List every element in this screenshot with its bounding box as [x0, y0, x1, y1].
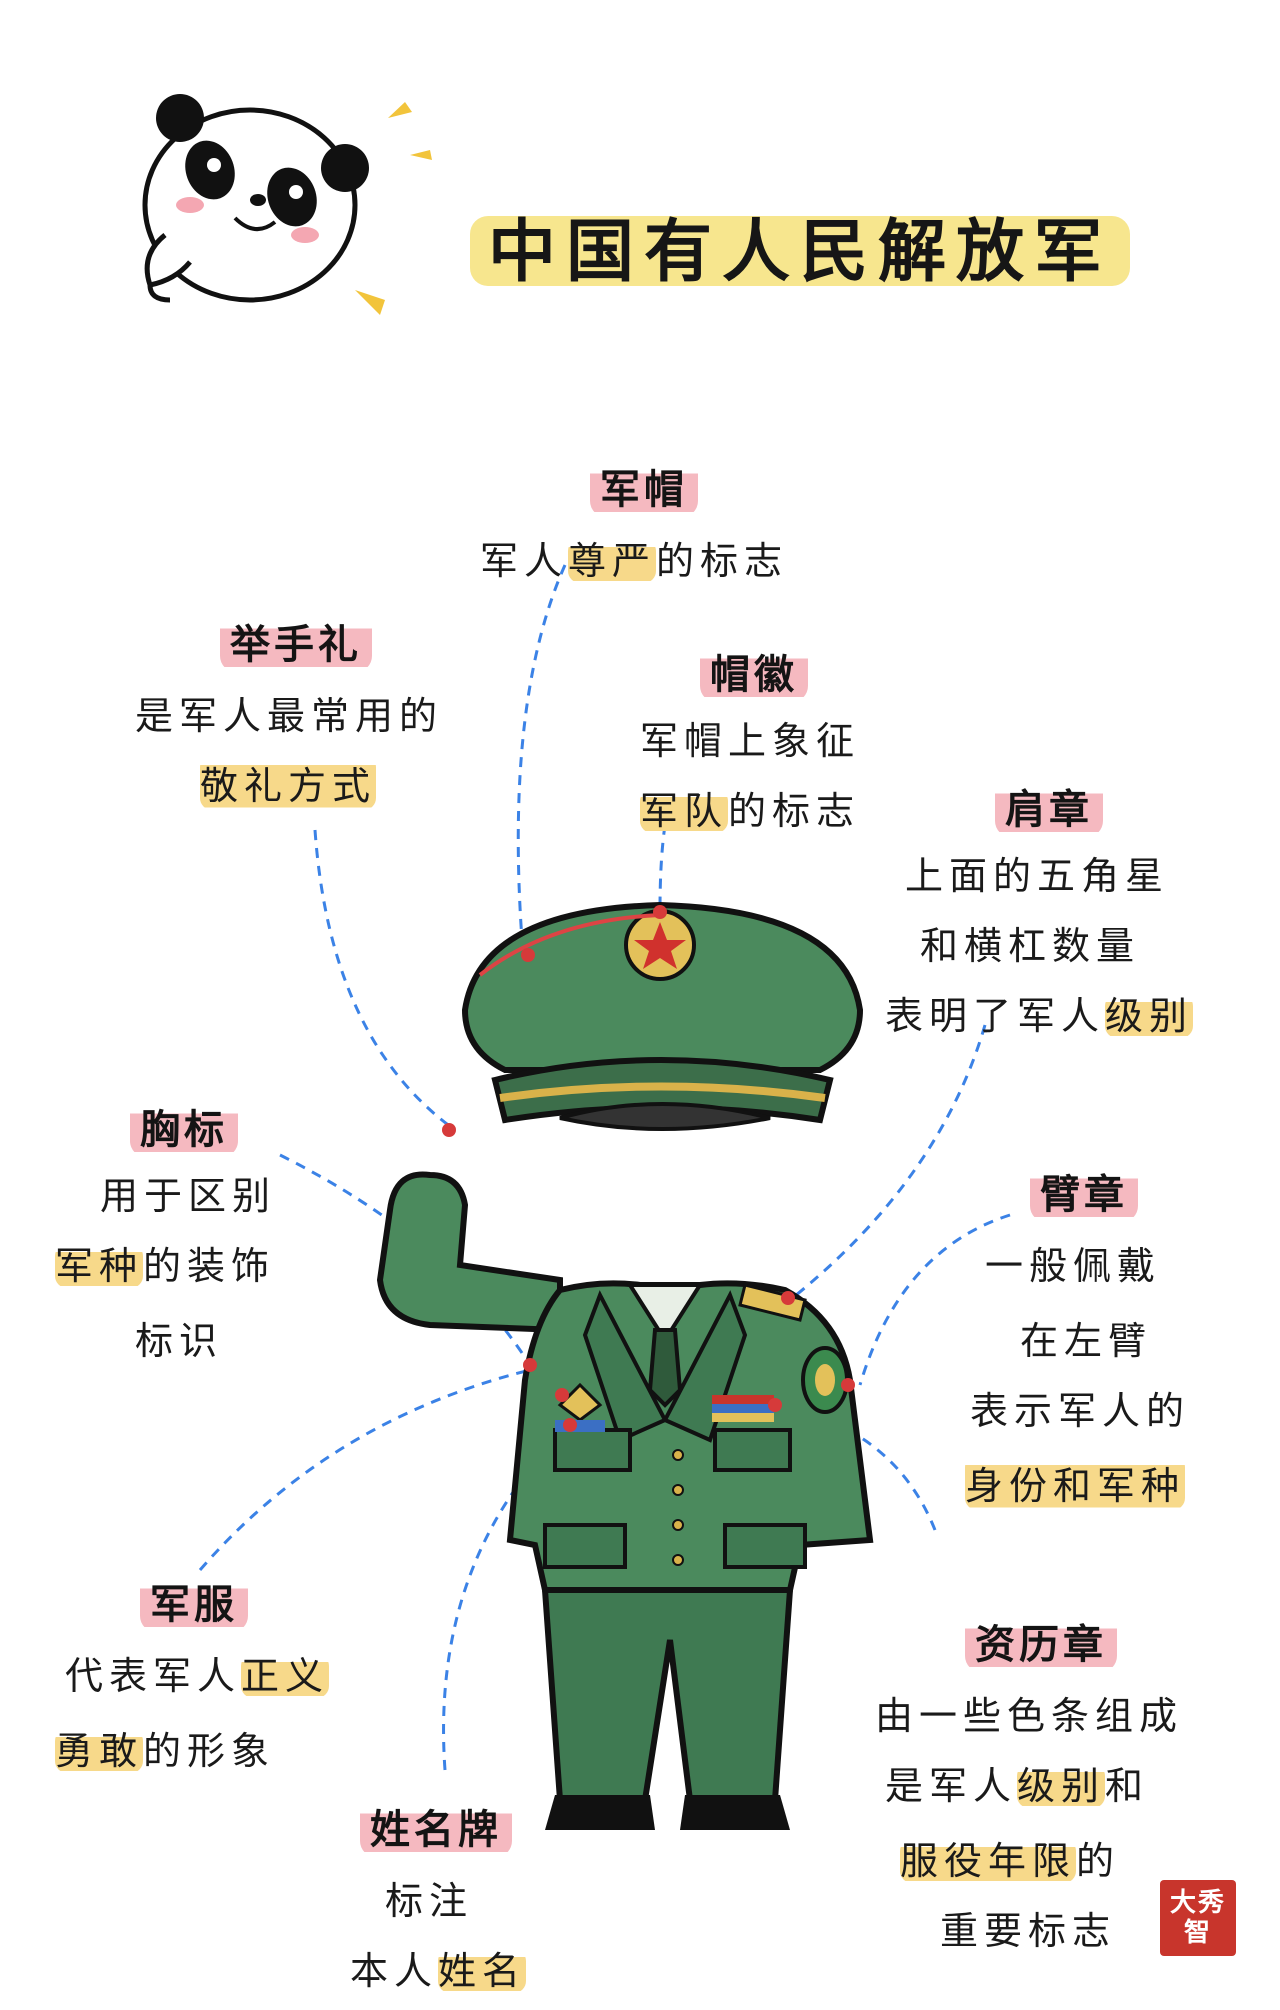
service-text-1: 由一些色条组成 [875, 1694, 1184, 1738]
service-text-3b: 的 [1076, 1839, 1121, 1883]
pointer-dots [442, 905, 855, 1432]
salute-text-1: 是军人最常用的 [135, 694, 444, 738]
cap-text-a: 军人 [480, 539, 569, 583]
shoulder-heading: 肩章 [995, 775, 1103, 837]
service-text-3: 服役年限的 [900, 1830, 1120, 1885]
shoulder-text-3b: 级别 [1105, 994, 1194, 1038]
panda-mascot-icon [142, 94, 369, 303]
cap-text-c: 的标志 [656, 539, 789, 583]
chest-text-2b: 的装饰 [143, 1244, 276, 1288]
nameplate-text-2a: 本人 [350, 1949, 439, 1993]
chest-text-2: 军种的装饰 [55, 1235, 275, 1290]
author-seal: 大秀智 [1160, 1880, 1236, 1956]
shoulder-text-3a: 表明了军人 [885, 994, 1106, 1038]
salute-heading: 举手礼 [220, 610, 372, 672]
salute-text-2: 敬礼方式 [200, 755, 377, 810]
shoulder-text-1: 上面的五角星 [905, 854, 1170, 898]
uniform-heading: 军服 [140, 1570, 248, 1632]
cap-text: 军人尊严的标志 [480, 530, 788, 585]
service-text-2a: 是军人 [885, 1764, 1018, 1808]
uniform-text-2a: 勇敢 [55, 1729, 144, 1773]
title-text: 中国有人民解放军 [487, 212, 1112, 292]
military-uniform-icon [376, 1171, 874, 1830]
shoulder-text-3: 表明了军人级别 [885, 985, 1194, 1040]
armband-text-1: 一般佩戴 [985, 1244, 1162, 1288]
uniform-text-2b: 的形象 [143, 1729, 276, 1773]
service-heading: 资历章 [965, 1610, 1117, 1672]
armband-text-2: 在左臂 [1020, 1319, 1153, 1363]
service-text-3a: 服役年限 [900, 1839, 1077, 1883]
armband-text-3: 表示军人的 [970, 1389, 1191, 1433]
cap-badge-text-2: 军队的标志 [640, 780, 860, 835]
nameplate-text-2: 本人姓名 [350, 1940, 527, 1995]
armband-icon [801, 1346, 849, 1414]
service-text-2: 是军人级别和 [885, 1755, 1149, 1810]
title-highlight [470, 216, 1130, 286]
military-cap-icon [461, 901, 864, 1131]
service-text-4: 重要标志 [940, 1909, 1117, 1953]
uniform-text-2: 勇敢的形象 [55, 1720, 275, 1775]
chest-heading: 胸标 [130, 1095, 238, 1157]
cap-badge-text-1: 军帽上象征 [640, 719, 861, 763]
cap-badge-heading: 帽徽 [700, 640, 808, 702]
cap-badge-text-2a: 军队 [640, 789, 729, 833]
service-text-2c: 和 [1105, 1764, 1150, 1808]
chest-text-1: 用于区别 [100, 1174, 277, 1218]
chest-text-3: 标识 [135, 1319, 224, 1363]
uniform-text-1: 代表军人正义 [65, 1645, 330, 1700]
cap-heading: 军帽 [590, 455, 698, 517]
service-text-2b: 级别 [1017, 1764, 1106, 1808]
nameplate-text-2b: 姓名 [438, 1949, 527, 1993]
uniform-text-1a: 代表军人 [65, 1654, 242, 1698]
sparkle-icon [355, 102, 432, 315]
shoulder-text-2: 和横杠数量 [920, 924, 1141, 968]
nameplate-heading: 姓名牌 [360, 1795, 512, 1857]
nameplate-text-1: 标注 [385, 1879, 474, 1923]
service-ribbon-icon [712, 1395, 774, 1422]
chest-text-2a: 军种 [55, 1244, 144, 1288]
armband-text-4: 身份和军种 [965, 1455, 1186, 1510]
cap-badge-text-2b: 的标志 [728, 789, 861, 833]
cap-text-b: 尊严 [568, 539, 657, 583]
page-title: 中国有人民解放军 [470, 190, 1130, 300]
uniform-text-1b: 正义 [241, 1654, 330, 1698]
armband-heading: 臂章 [1030, 1160, 1138, 1222]
